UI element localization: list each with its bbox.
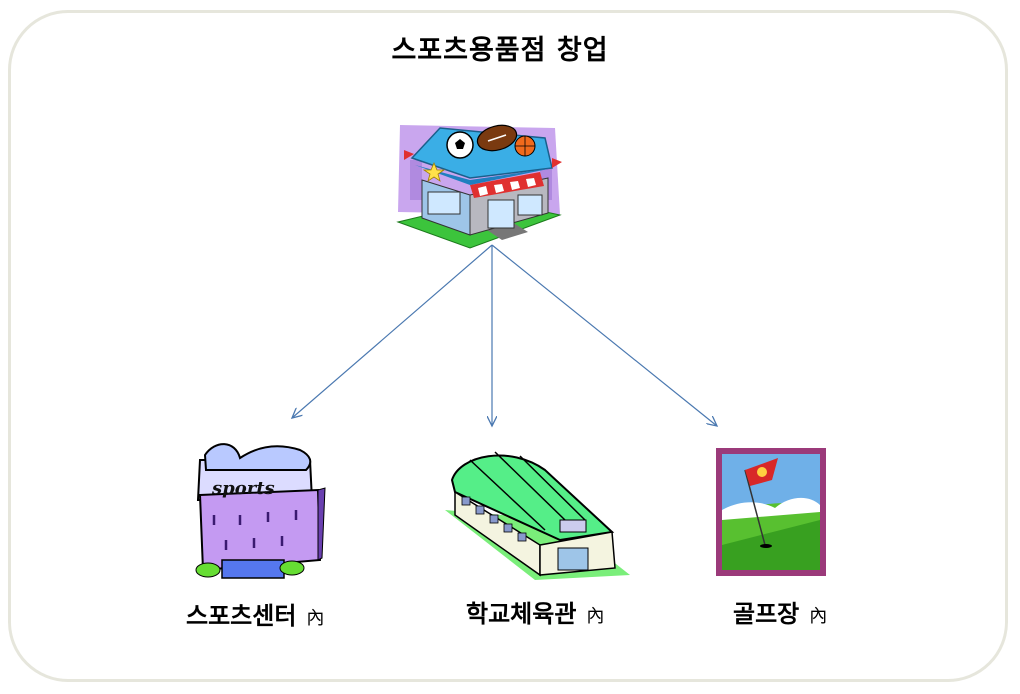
sports-center-building-icon: sports	[195, 443, 326, 579]
node-label-text: 골프장	[733, 600, 800, 628]
node-label-golf-course: 골프장 內	[733, 594, 827, 629]
node-label-suffix: 內	[306, 608, 325, 629]
diagram-frame	[8, 10, 1008, 682]
sporting-goods-store-icon	[396, 124, 562, 249]
node-label-school-gym: 학교체육관 內	[466, 594, 604, 629]
node-label-sports-center: 스포츠센터 內	[186, 596, 324, 631]
diagram-title: 스포츠용품점 창업	[391, 35, 609, 66]
arrow-to-golf-course	[491, 244, 717, 426]
node-label-text: 스포츠센터	[186, 602, 297, 630]
node-label-text: 학교체육관	[466, 600, 577, 628]
sports-sign-text: sports	[211, 478, 275, 499]
golf-course-icon	[716, 448, 826, 576]
arrow-to-sports-center	[292, 244, 493, 418]
node-label-suffix: 內	[586, 606, 605, 627]
school-gymnasium-icon	[445, 451, 630, 580]
node-label-suffix: 內	[809, 606, 828, 627]
